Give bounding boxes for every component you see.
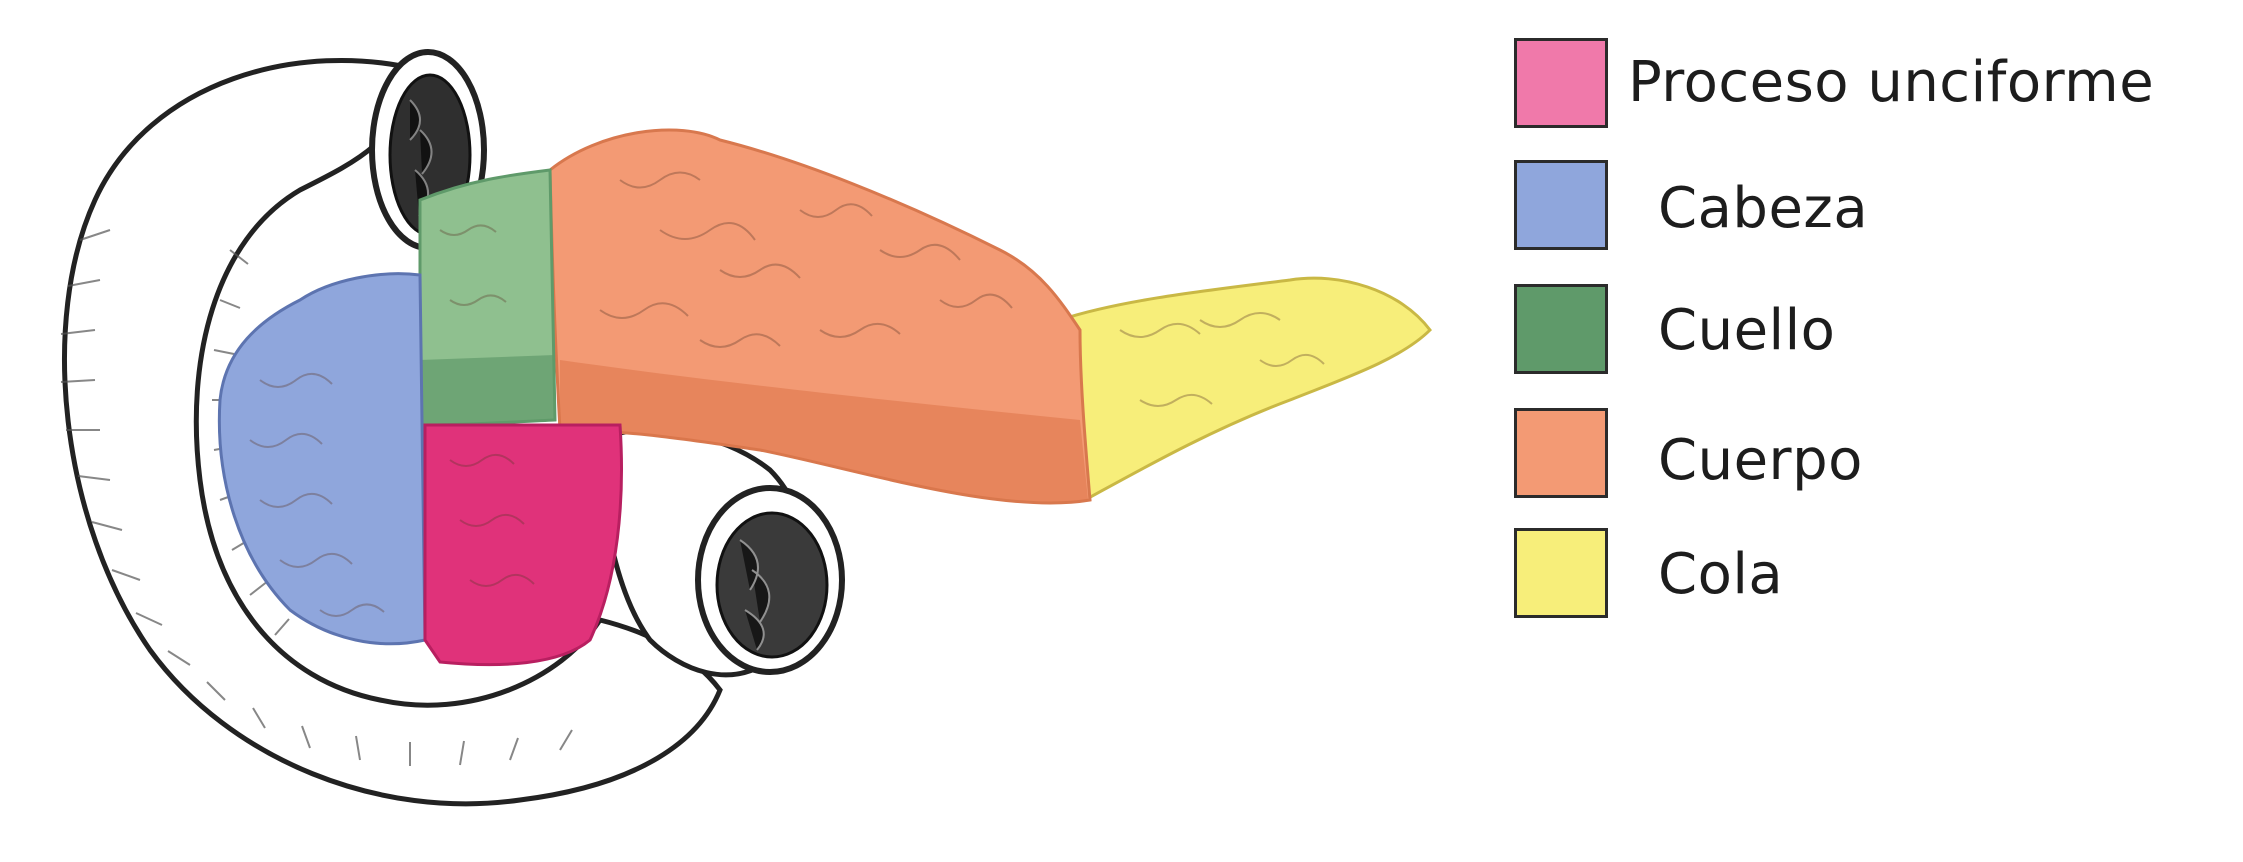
swatch-head [1514, 160, 1608, 250]
pancreas-illustration [0, 0, 1500, 862]
legend-item-body: Cuerpo [1510, 408, 2230, 504]
legend-item-uncinate: Proceso unciforme [1510, 38, 2230, 134]
swatch-uncinate [1514, 38, 1608, 128]
legend-label-head: Cabeza [1658, 176, 1868, 241]
legend-item-head: Cabeza [1510, 160, 2230, 256]
legend-label-tail: Cola [1658, 542, 1783, 607]
swatch-neck [1514, 284, 1608, 374]
swatch-body [1514, 408, 1608, 498]
swatch-tail [1514, 528, 1608, 618]
legend-label-uncinate: Proceso unciforme [1628, 50, 2154, 115]
legend-item-neck: Cuello [1510, 284, 2230, 380]
legend-label-body: Cuerpo [1658, 428, 1863, 493]
legend: Proceso unciforme Cabeza Cuello Cuerpo C… [1510, 38, 2230, 638]
legend-label-neck: Cuello [1658, 298, 1835, 363]
pancreas-tail [1060, 278, 1430, 500]
pancreas-head [219, 274, 425, 644]
pancreas-uncinate-process [425, 425, 621, 665]
legend-item-tail: Cola [1510, 528, 2230, 624]
